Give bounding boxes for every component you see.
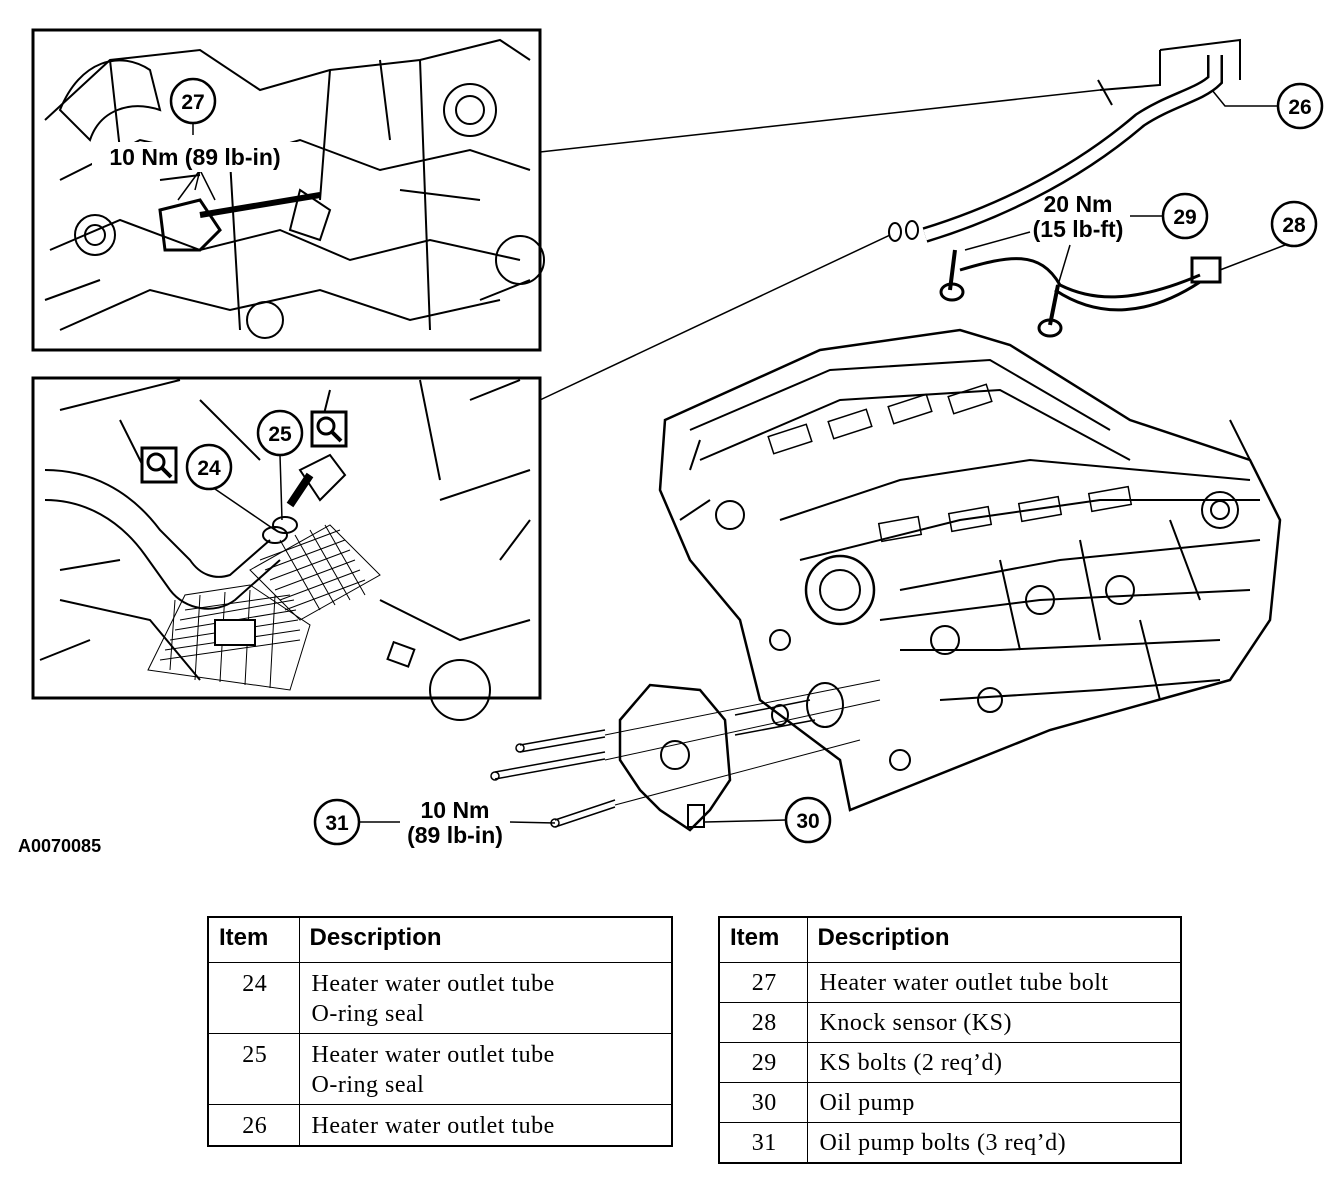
description-line: Heater water outlet tube [311, 1113, 555, 1139]
item-description: Oil pump bolts (3 req’d) [806, 1122, 1182, 1164]
callout-29: 29 [1173, 206, 1196, 229]
table-row: 27 Heater water outlet tube bolt [718, 962, 1182, 1003]
engine-block [658, 328, 1282, 812]
magnifier-icon [140, 446, 178, 484]
item-description: Knock sensor (KS) [806, 1002, 1182, 1043]
description-line: O-ring seal [311, 1072, 425, 1098]
item-number: 28 [718, 1002, 808, 1043]
torque-spec-27: 10 Nm (89 lb-in) [109, 144, 280, 170]
callout-25: 25 [268, 423, 292, 446]
exploded-engine-diagram: 27 26 29 28 24 25 31 30 10 Nm (89 lb-in)… [31, 28, 1324, 848]
item-number: 24 [207, 962, 300, 1034]
item-number: 29 [718, 1042, 808, 1083]
item-number: 25 [207, 1033, 300, 1105]
table-row: 26 Heater water outlet tube [207, 1104, 673, 1147]
item-description: KS bolts (2 req’d) [806, 1042, 1182, 1083]
description-line: Heater water outlet tube [311, 1042, 555, 1068]
magnifier-icon [310, 410, 348, 448]
torque-spec-31-lbin: (89 lb-in) [407, 822, 503, 848]
header-item: Item [718, 916, 808, 963]
item-description: Oil pump [806, 1082, 1182, 1123]
torque-spec-31-nm: 10 Nm [420, 797, 489, 823]
inset-oring-seals [31, 376, 542, 721]
description-line: Heater water outlet tube [311, 971, 555, 997]
torque-spec-29-nm: 20 Nm [1043, 191, 1112, 217]
heater-water-outlet-tube [888, 38, 1241, 243]
callout-28: 28 [1282, 214, 1306, 237]
table-row: 30 Oil pump [718, 1082, 1182, 1123]
callout-26: 26 [1288, 96, 1311, 119]
header-description: Description [806, 916, 1182, 963]
header-description: Description [298, 916, 673, 963]
figure-id: A0070085 [18, 836, 102, 856]
item-number: 30 [718, 1082, 808, 1123]
table-row: 31 Oil pump bolts (3 req’d) [718, 1122, 1182, 1164]
item-description: Heater water outlet tube [298, 1104, 673, 1147]
inset-heater-tube-bolt [31, 28, 545, 352]
legend-table-right: Item Description 27 Heater water outlet … [718, 916, 1182, 1164]
header-item: Item [207, 916, 300, 963]
callout-30: 30 [796, 810, 819, 833]
torque-spec-29-lbft: (15 lb-ft) [1033, 216, 1124, 242]
callout-24: 24 [197, 457, 221, 480]
table-row: 28 Knock sensor (KS) [718, 1002, 1182, 1043]
item-number: 27 [718, 962, 808, 1003]
item-number: 26 [207, 1104, 300, 1147]
legend-header-row: Item Description [718, 916, 1182, 963]
callout-27: 27 [181, 91, 204, 114]
legend-header-row: Item Description [207, 916, 673, 963]
table-row: 29 KS bolts (2 req’d) [718, 1042, 1182, 1083]
description-line: O-ring seal [311, 1001, 425, 1027]
knock-sensor-harness [939, 249, 1222, 338]
item-description: Heater water outlet tube bolt [806, 962, 1182, 1003]
legend-table-left: Item Description 24 Heater water outlet … [207, 916, 673, 1147]
oil-pump-assembly [490, 679, 881, 832]
callout-31: 31 [325, 812, 349, 835]
item-number: 31 [718, 1122, 808, 1164]
